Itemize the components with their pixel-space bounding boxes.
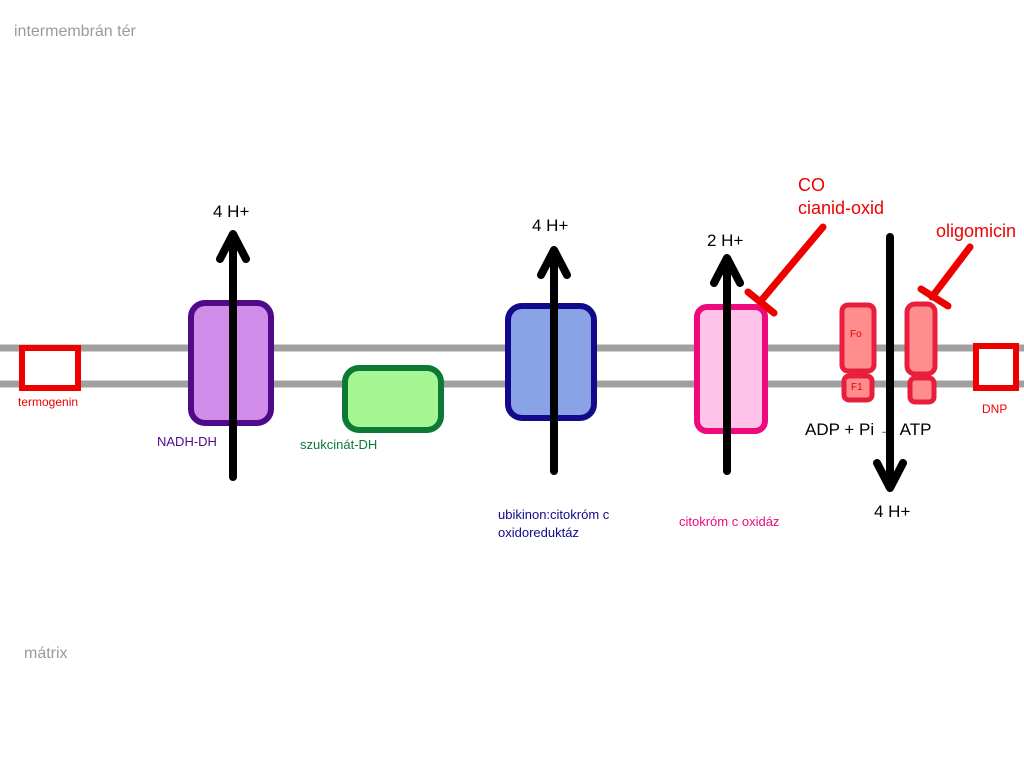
dnp-label: DNP xyxy=(982,402,1008,416)
ubikinon-label-line2: oxidoreduktáz xyxy=(498,525,579,540)
citokrom-oxidaz-label: citokróm c oxidáz xyxy=(679,514,780,529)
co-cianid-inhibitor-mark xyxy=(744,223,827,317)
atp-reaction-label: ADP + Pi → ATP xyxy=(805,420,932,439)
ubikinon-label-line1: ubikinon:citokróm c xyxy=(498,507,610,522)
proton-arrow-atp-synthase xyxy=(873,233,907,492)
f1-subunit-label: F1 xyxy=(851,382,863,393)
proton-arrow-complex1 xyxy=(216,230,250,481)
fo-subunit-label: Fo xyxy=(850,329,862,340)
cianid-inhibitor-label: cianid-oxid xyxy=(798,198,885,218)
proton-label-complex1: 4 H+ xyxy=(213,202,250,221)
szukcinat-dh-complex xyxy=(342,365,444,433)
oligomicin-label: oligomicin xyxy=(936,221,1017,241)
matrix-label: mátrix xyxy=(24,645,68,662)
proton-arrow-complex4 xyxy=(710,254,744,475)
termogenin-channel xyxy=(19,345,81,391)
oligomicin-target-bottom xyxy=(907,375,937,405)
co-inhibitor-label: CO xyxy=(798,175,825,195)
oligomicin-target-top xyxy=(904,301,938,377)
proton-label-complex4: 2 H+ xyxy=(707,231,744,250)
intermembrane-space-label: intermembrán tér xyxy=(14,23,136,40)
proton-label-atp-synthase: 4 H+ xyxy=(874,502,911,521)
atp-synthase-f1 xyxy=(841,373,875,403)
proton-arrow-complex3 xyxy=(537,246,571,475)
termogenin-label: termogenin xyxy=(18,395,79,409)
proton-label-complex3: 4 H+ xyxy=(532,216,569,235)
dnp-channel xyxy=(973,343,1019,391)
nadh-dh-label: NADH-DH xyxy=(157,434,217,449)
szukcinat-dh-label: szukcinát-DH xyxy=(300,437,378,452)
oligomicin-inhibitor-mark xyxy=(917,243,974,310)
atp-synthase-fo xyxy=(839,302,877,374)
